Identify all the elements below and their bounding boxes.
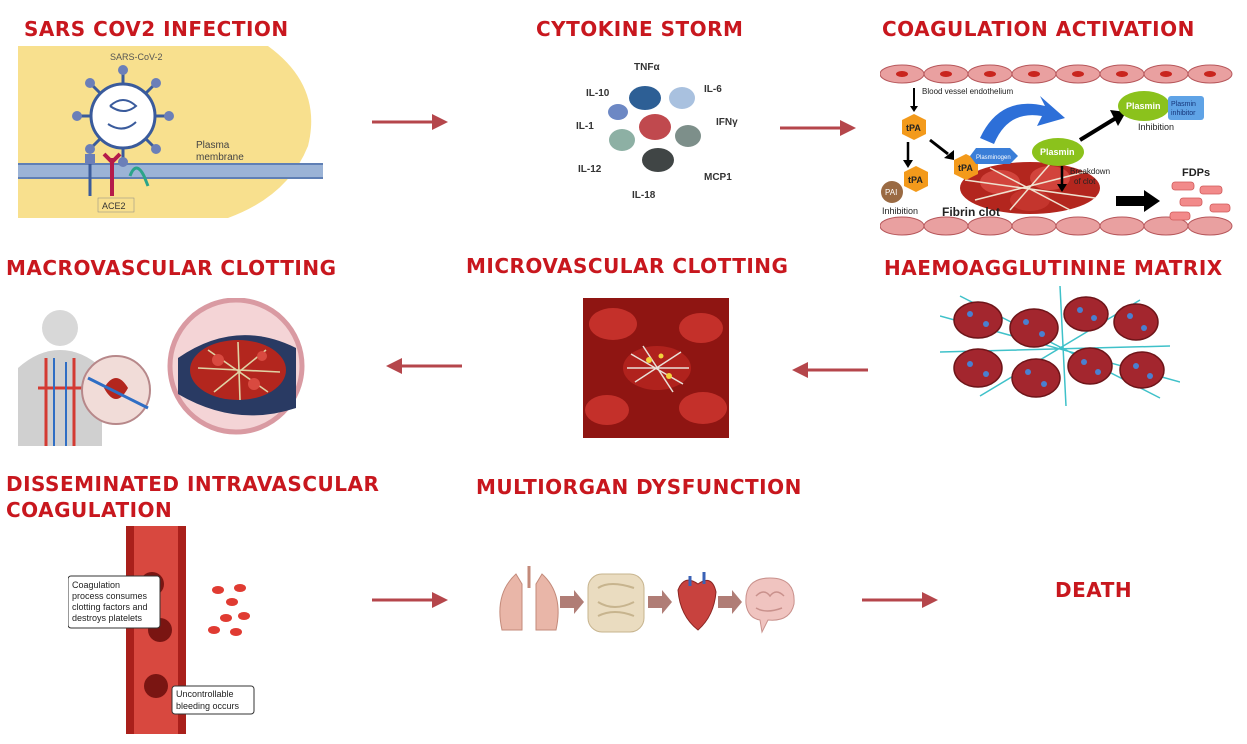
step-title-microvascular-clotting: MICROVASCULAR CLOTTING	[466, 254, 789, 278]
microvascular-clotting-illustration	[583, 298, 729, 438]
svg-text:Fibrin clot: Fibrin clot	[942, 205, 1000, 219]
tpa-hexagon-icon: tPA	[904, 166, 928, 192]
svg-text:tPA: tPA	[908, 175, 923, 185]
haemoagglutinine-matrix-illustration	[940, 286, 1180, 406]
svg-text:Plasma: Plasma	[196, 140, 230, 151]
macrovascular-clotting-illustration	[18, 298, 305, 446]
intestines-icon	[587, 573, 645, 633]
svg-text:membrane: membrane	[196, 152, 244, 163]
cytokine-label: IL-1	[576, 121, 594, 132]
flow-arrow-left	[386, 358, 462, 374]
cytokine-label: IL-12	[578, 164, 602, 175]
red-blood-cell-icons	[953, 296, 1165, 398]
step-title-death: DEATH	[1055, 578, 1133, 602]
cytokine-label: IL-18	[632, 190, 656, 201]
svg-text:FDPs: FDPs	[1182, 167, 1210, 179]
coagulation-activation-illustration: Blood vessel endothelium Fibrin clot tPA…	[880, 64, 1233, 236]
svg-text:tPA: tPA	[958, 163, 973, 173]
flow-arrow-right	[372, 592, 448, 608]
flow-arrow-right	[780, 120, 856, 136]
svg-text:Plasmin: Plasmin	[1171, 101, 1196, 108]
plasmin-icon	[1032, 138, 1084, 166]
step-title-dic-line1: DISSEMINATED INTRAVASCULAR	[6, 472, 380, 496]
endothelium-cells-bottom	[880, 216, 1233, 236]
cytokine-label: TNFα	[634, 62, 660, 73]
tpa-hexagon-icon: tPA	[902, 114, 926, 140]
svg-text:destroys platelets: destroys platelets	[72, 613, 143, 623]
step-title-coagulation-activation: COAGULATION ACTIVATION	[882, 17, 1195, 41]
svg-text:process consumes: process consumes	[72, 591, 148, 601]
svg-text:ACE2: ACE2	[102, 201, 126, 211]
step-title-sars-cov2-infection: SARS COV2 INFECTION	[24, 17, 289, 41]
plasmin-icon	[1118, 91, 1170, 121]
arrow-icon	[718, 590, 742, 614]
svg-text:of clot: of clot	[1074, 177, 1096, 186]
fdp-fragments-icon	[1169, 181, 1231, 221]
plasminogen-icon	[970, 148, 1018, 164]
svg-text:Uncontrollable: Uncontrollable	[176, 689, 234, 699]
svg-text:Plasmin: Plasmin	[1040, 147, 1075, 157]
heart-organ-icon	[677, 572, 717, 631]
cytokine-storm-illustration: TNFα IL-10 IL-6 IL-1 IFNγ IL-12 MCP1 IL-…	[576, 62, 738, 201]
svg-text:tPA: tPA	[906, 123, 921, 133]
human-body-icon	[18, 310, 102, 446]
arrow-icon	[648, 590, 672, 614]
curved-arrow-icon	[980, 96, 1065, 144]
cytokine-label: IL-10	[586, 88, 610, 99]
step-title-macrovascular-clotting: MACROVASCULAR CLOTTING	[6, 256, 337, 280]
cytokine-label: IL-6	[704, 84, 722, 95]
tpa-hexagon-icon: tPA	[954, 154, 978, 180]
step-title-cytokine-storm: CYTOKINE STORM	[536, 17, 744, 41]
heart-icon	[81, 355, 151, 425]
svg-text:inhibitor: inhibitor	[1171, 110, 1196, 117]
ace2-receptor-icon	[85, 152, 150, 196]
svg-text:Plasmin: Plasmin	[1126, 101, 1161, 111]
plasmin-inhibitor-icon	[1168, 96, 1204, 120]
step-title-dic-line2: COAGULATION	[6, 498, 173, 522]
flow-arrow-left	[792, 362, 868, 378]
step-title-multiorgan-dysfunction: MULTIORGAN DYSFUNCTION	[476, 475, 802, 499]
callout-bleeding	[171, 685, 255, 715]
arrow-icon	[560, 590, 584, 614]
escaping-blood-cells-icon	[208, 584, 250, 636]
cytokine-label: IFNγ	[716, 117, 738, 128]
brain-icon	[745, 577, 795, 634]
fibrin-clot-icon	[960, 162, 1100, 214]
fibrin-mesh-icon	[627, 345, 689, 393]
pai-icon	[881, 181, 903, 203]
multiorgan-dysfunction-illustration	[499, 566, 795, 634]
virus-icon	[72, 65, 174, 167]
svg-text:Breakdown: Breakdown	[1070, 167, 1110, 176]
svg-text:bleeding occurs: bleeding occurs	[176, 701, 240, 711]
blood-clot-zoom-icon	[167, 298, 305, 435]
svg-text:Plasminogen: Plasminogen	[976, 155, 1011, 161]
cytokine-label: MCP1	[704, 172, 732, 183]
svg-text:PAI: PAI	[885, 188, 897, 197]
svg-text:Coagulation: Coagulation	[72, 580, 120, 590]
sars-cov2-infection-illustration: SARS-CoV-2 Plasma membrane ACE2	[18, 46, 323, 218]
lungs-icon	[499, 566, 559, 631]
flow-arrow-right	[372, 114, 448, 130]
callout-coagulation	[68, 575, 161, 629]
step-title-haemoagglutinine-matrix: HAEMOAGGLUTININE MATRIX	[884, 256, 1223, 280]
svg-text:SARS-CoV-2: SARS-CoV-2	[110, 52, 163, 62]
svg-text:Inhibition: Inhibition	[1138, 122, 1174, 132]
flow-arrow-right	[862, 592, 938, 608]
cytokine-protein-icons	[608, 86, 701, 172]
svg-text:Inhibition: Inhibition	[882, 206, 918, 216]
endothelium-cells-top	[880, 64, 1233, 84]
dic-illustration: Coagulation process consumes clotting fa…	[68, 526, 255, 734]
svg-text:Blood vessel endothelium: Blood vessel endothelium	[922, 87, 1014, 96]
svg-text:clotting factors and: clotting factors and	[72, 602, 148, 612]
